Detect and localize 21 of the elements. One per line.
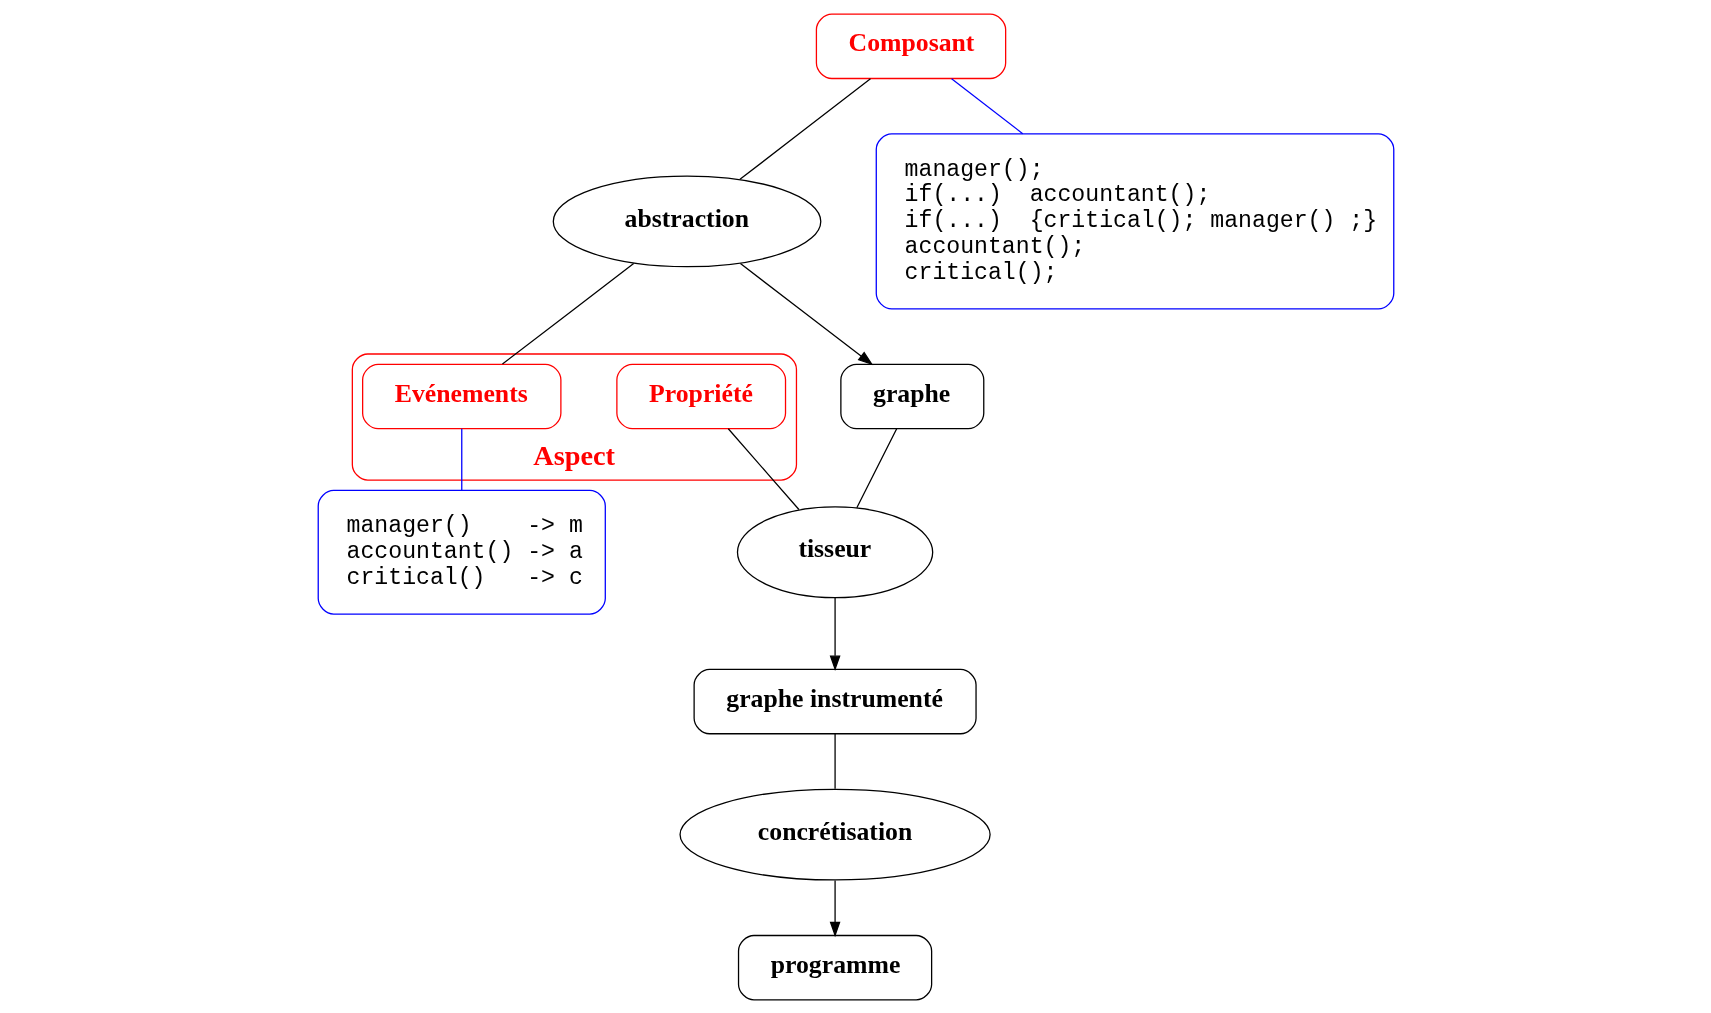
node-box: Evénements — [361, 363, 562, 429]
arrow — [829, 596, 840, 671]
connector — [950, 77, 1023, 134]
arrow — [739, 262, 873, 365]
node-box: manager() -> m accountant() -> a critical() -> c — [317, 489, 606, 615]
arrow — [829, 879, 840, 937]
node-ellipse: abstraction — [552, 174, 821, 267]
node-box: graphe instrumenté — [692, 668, 977, 734]
node-box: graphe — [839, 363, 984, 429]
node-ellipse: tisseur — [736, 505, 933, 598]
connector — [501, 262, 634, 365]
node-box: Propriété — [615, 363, 786, 429]
connector — [460, 427, 462, 491]
connector — [855, 427, 897, 508]
node-box: Composant — [815, 13, 1006, 79]
node-box: manager(); if(...) accountant(); if(...) {critical(); manager() ;} accountant(); critical(); — [875, 132, 1394, 310]
node-box: programme — [737, 934, 932, 1000]
connector — [833, 732, 836, 789]
connector — [738, 77, 871, 180]
node-ellipse: concrétisation — [678, 788, 991, 881]
connector — [727, 427, 800, 510]
